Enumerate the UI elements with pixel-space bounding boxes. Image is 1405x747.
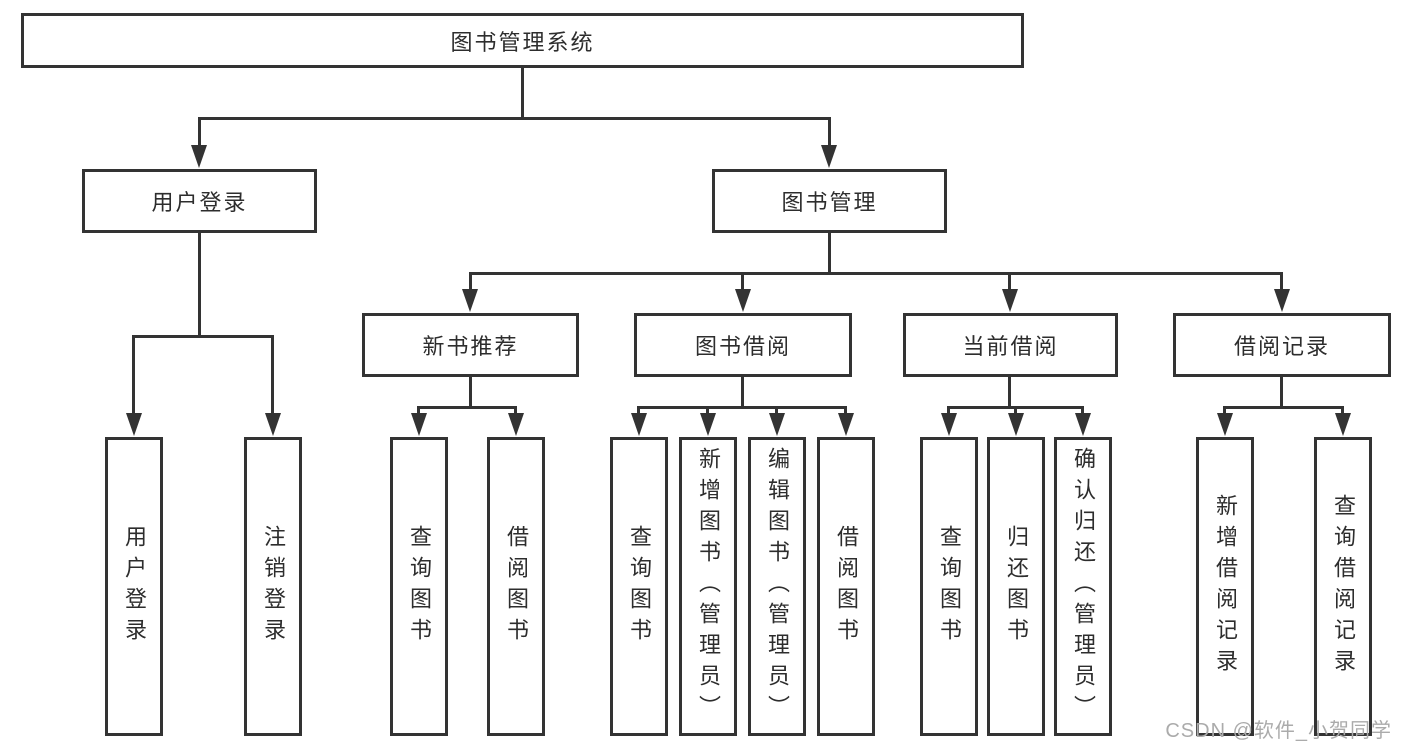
arrow-down-icon	[631, 413, 647, 436]
leaf-label: 归还图书	[1004, 524, 1029, 649]
leaf-query-books-current: 查询图书	[920, 437, 978, 736]
node-book-borrowing: 图书借阅	[634, 313, 852, 377]
connector-stem	[198, 233, 201, 337]
connector-drop	[947, 406, 950, 416]
leaf-add-book-admin: 新增图书（管理员）	[679, 437, 737, 736]
leaf-borrow-books-recommend: 借阅图书	[487, 437, 545, 736]
leaf-borrow-books: 借阅图书	[817, 437, 875, 736]
arrow-down-icon	[1335, 413, 1351, 436]
arrow-down-icon	[838, 413, 854, 436]
connector-drop	[198, 117, 201, 150]
connector-drop	[469, 272, 472, 292]
arrow-down-icon	[1002, 289, 1018, 312]
csdn-watermark: CSDN @软件_小贺同学	[1165, 720, 1392, 742]
arrow-down-icon	[1217, 413, 1233, 436]
arrow-down-icon	[1274, 289, 1290, 312]
connector-rail	[1223, 406, 1344, 409]
leaf-label: 查询图书	[627, 524, 652, 649]
connector-stem	[741, 377, 744, 408]
connector-rail	[637, 406, 847, 409]
connector-stem	[469, 377, 472, 408]
leaf-add-borrow-record: 新增借阅记录	[1196, 437, 1254, 736]
connector-rail	[417, 406, 517, 409]
leaf-label: 确认归还（管理员）	[1071, 447, 1096, 726]
node-label: 借阅记录	[1233, 334, 1330, 359]
leaf-edit-book-admin: 编辑图书（管理员）	[748, 437, 806, 736]
leaf-label: 查询图书	[937, 524, 962, 649]
connector-drop	[1341, 406, 1344, 416]
leaf-label: 借阅图书	[834, 524, 859, 649]
connector-drop	[1280, 272, 1283, 292]
node-borrowing-records: 借阅记录	[1173, 313, 1391, 377]
leaf-label: 借阅图书	[504, 524, 529, 649]
connector-drop	[417, 406, 420, 416]
arrow-down-icon	[191, 145, 207, 168]
arrow-down-icon	[769, 413, 785, 436]
connector-drop	[741, 272, 744, 292]
arrow-down-icon	[1075, 413, 1091, 436]
leaf-query-books-borrow: 查询图书	[610, 437, 668, 736]
arrow-down-icon	[941, 413, 957, 436]
connector-drop	[132, 335, 135, 415]
connector-drop	[271, 335, 274, 415]
arrow-down-icon	[1008, 413, 1024, 436]
connector-drop	[514, 406, 517, 416]
leaf-label: 编辑图书（管理员）	[765, 447, 790, 726]
leaf-label: 新增借阅记录	[1213, 493, 1238, 680]
connector-stem	[521, 68, 524, 119]
connector-drop	[1008, 272, 1011, 292]
leaf-return-books: 归还图书	[987, 437, 1045, 736]
arrow-down-icon	[700, 413, 716, 436]
connector-drop	[706, 406, 709, 416]
node-book-management: 图书管理	[712, 169, 947, 233]
node-label: 用户登录	[151, 190, 248, 215]
node-current-borrowing: 当前借阅	[903, 313, 1118, 377]
arrow-down-icon	[735, 289, 751, 312]
connector-stem	[1280, 377, 1283, 408]
connector-stem	[1008, 377, 1011, 408]
node-new-book-recommend: 新书推荐	[362, 313, 579, 377]
arrow-down-icon	[126, 413, 142, 436]
node-label: 当前借阅	[962, 334, 1059, 359]
leaf-query-books-recommend: 查询图书	[390, 437, 448, 736]
connector-stem	[828, 233, 831, 274]
connector-drop	[775, 406, 778, 416]
node-label: 图书借阅	[694, 334, 791, 359]
arrow-down-icon	[821, 145, 837, 168]
node-root: 图书管理系统	[21, 13, 1024, 68]
leaf-query-borrow-record: 查询借阅记录	[1314, 437, 1372, 736]
leaf-confirm-return-admin: 确认归还（管理员）	[1054, 437, 1112, 736]
node-user-login: 用户登录	[82, 169, 317, 233]
connector-rail	[132, 335, 274, 338]
leaf-label: 查询图书	[407, 524, 432, 649]
connector-drop	[844, 406, 847, 416]
leaf-user-login: 用户登录	[105, 437, 163, 736]
connector-drop	[828, 117, 831, 150]
leaf-label: 注销登录	[261, 524, 286, 649]
connector-drop	[1223, 406, 1226, 416]
arrow-down-icon	[411, 413, 427, 436]
node-label: 新书推荐	[422, 334, 519, 359]
arrow-down-icon	[265, 413, 281, 436]
connector-drop	[637, 406, 640, 416]
leaf-logout: 注销登录	[244, 437, 302, 736]
node-label: 图书管理	[781, 190, 878, 215]
connector-drop	[1081, 406, 1084, 416]
leaf-label: 查询借阅记录	[1331, 493, 1356, 680]
connector-rail	[198, 117, 831, 120]
connector-rail	[469, 272, 1283, 275]
connector-drop	[1014, 406, 1017, 416]
leaf-label: 用户登录	[122, 524, 147, 649]
arrow-down-icon	[462, 289, 478, 312]
arrow-down-icon	[508, 413, 524, 436]
node-label: 图书管理系统	[450, 29, 595, 55]
leaf-label: 新增图书（管理员）	[696, 447, 721, 726]
